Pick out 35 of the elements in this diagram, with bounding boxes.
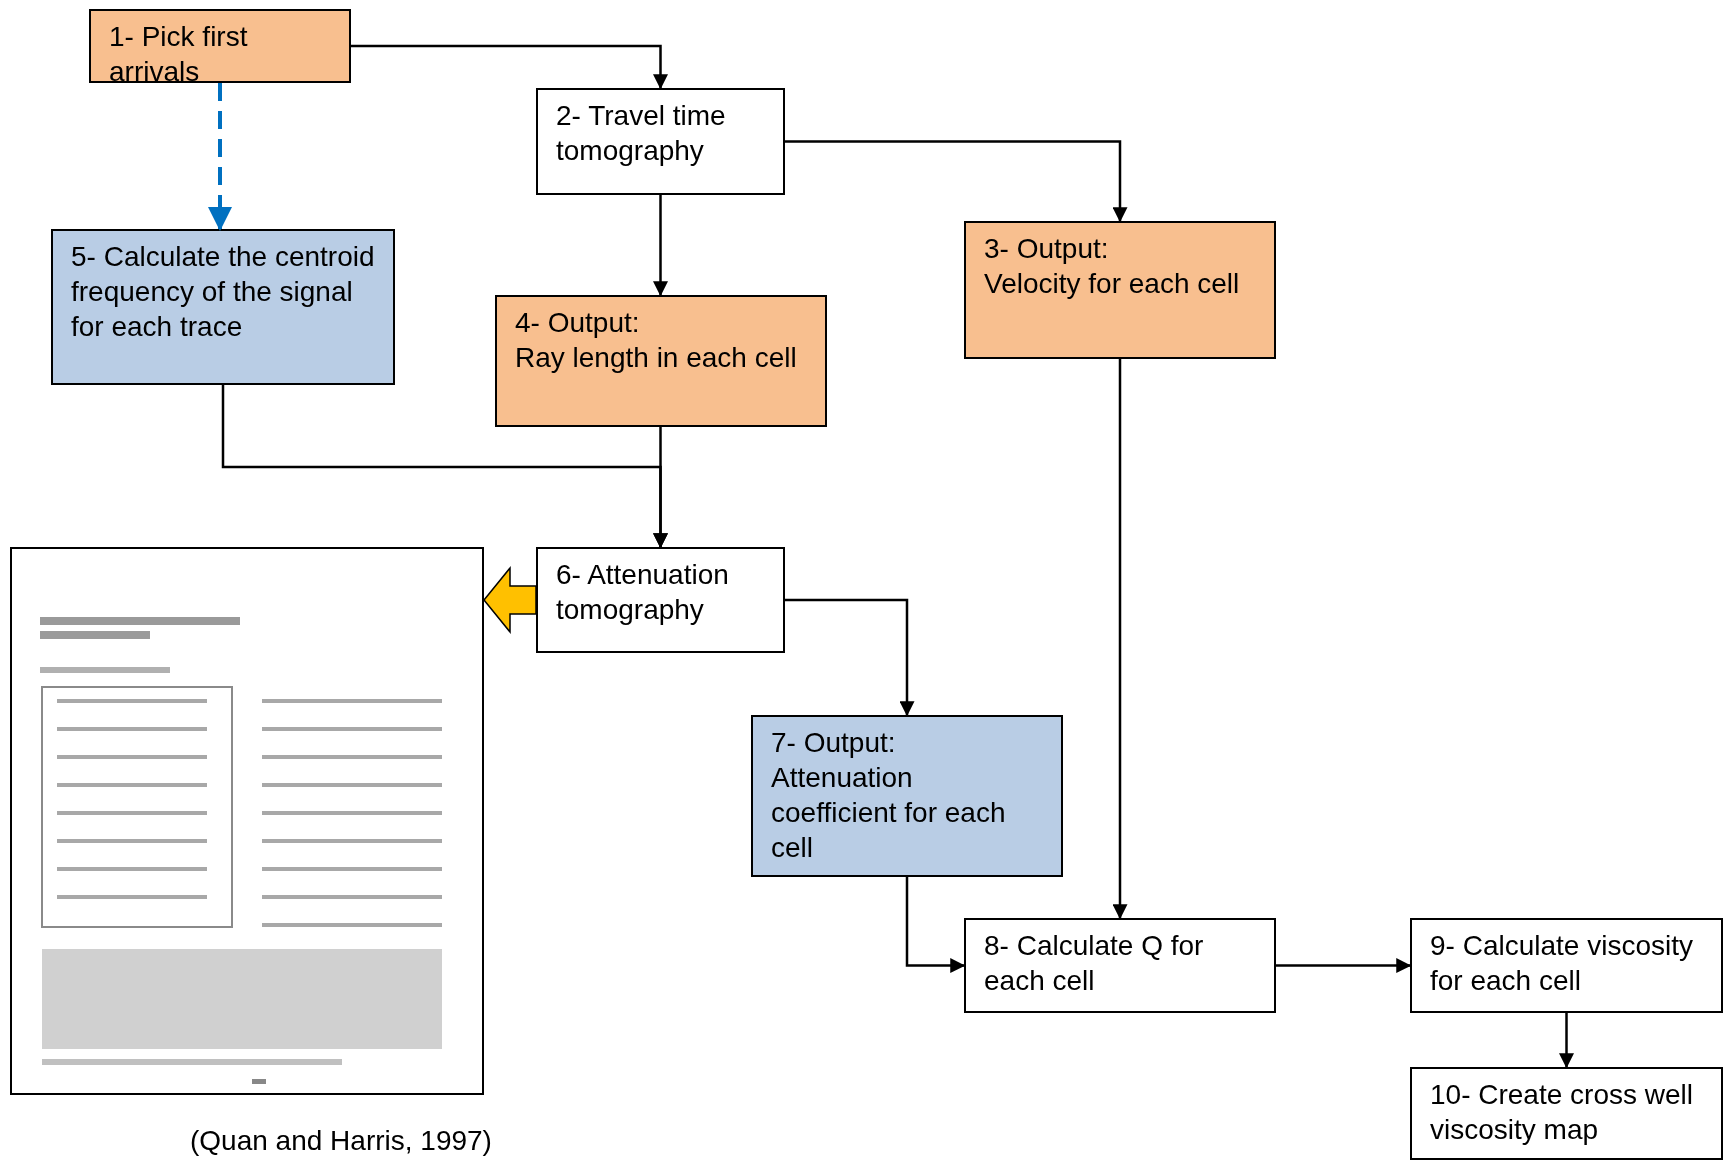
- process-box: [536, 88, 785, 195]
- process-box: [536, 547, 785, 653]
- step-label: Ray length in each cell: [515, 341, 798, 375]
- process-box: [1410, 918, 1723, 1013]
- process-box: [495, 295, 827, 427]
- step-label: 4- Output:: [515, 306, 641, 340]
- arrow: [1559, 1013, 1574, 1069]
- arrow: [208, 83, 232, 231]
- block-arrow: [483, 565, 537, 635]
- process-box: [964, 918, 1276, 1013]
- step-label: 1- Pick first arrivals: [109, 20, 249, 89]
- step-label: 7- Output:: [771, 726, 897, 760]
- process-box: [1410, 1067, 1723, 1160]
- step-label: 8- Calculate Q for each cell: [984, 929, 1205, 998]
- process-box: [51, 229, 395, 385]
- process-box: [89, 9, 351, 83]
- step-label: Velocity for each cell: [984, 267, 1241, 301]
- step-label: 5- Calculate the centroid frequency of the signal for each trace: [71, 240, 375, 344]
- citation-caption: (Quan and Harris, 1997): [190, 1125, 492, 1157]
- arrow: [785, 598, 915, 717]
- step-label: 3- Output:: [984, 232, 1110, 266]
- arrow: [653, 195, 668, 297]
- arrow: [653, 427, 668, 549]
- step-label: 6- Attenuation tomography: [556, 558, 730, 627]
- arrow: [351, 44, 668, 90]
- step-label: 9- Calculate viscosity for each cell: [1430, 929, 1694, 998]
- process-box: [964, 221, 1276, 359]
- step-label: 10- Create cross well viscosity map: [1430, 1078, 1694, 1147]
- arrow: [905, 877, 966, 973]
- arrow: [1112, 359, 1128, 920]
- arrow: [785, 140, 1128, 223]
- step-label: 2- Travel time tomography: [556, 99, 727, 168]
- process-box: [751, 715, 1063, 877]
- step-label: Attenuation coefficient for each cell: [771, 761, 1007, 865]
- arrow: [1276, 958, 1412, 973]
